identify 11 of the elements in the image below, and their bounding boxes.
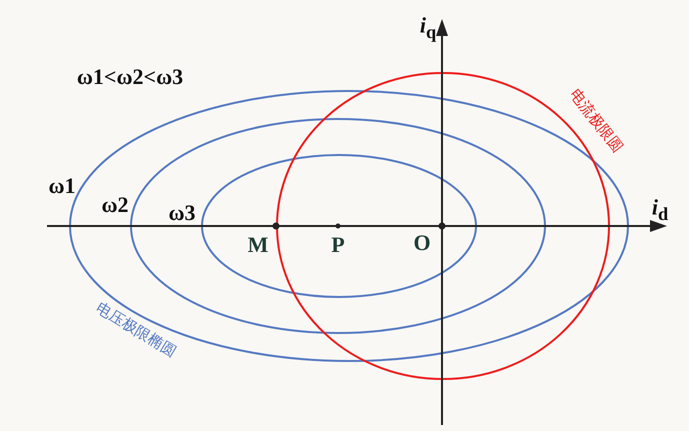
curve-label: 电流极限圆 bbox=[567, 86, 625, 156]
point-label: P bbox=[331, 234, 345, 256]
speed-relation-label: ω1<ω2<ω3 bbox=[76, 66, 184, 88]
speed-label: ω2 bbox=[101, 194, 129, 216]
point-label: O bbox=[413, 232, 431, 254]
axis-label: i$_{d}$ bbox=[652, 196, 668, 224]
speed-label: ω1 bbox=[48, 175, 76, 197]
curve-label: 电压极限椭圆 bbox=[94, 300, 178, 360]
axis-label: i$_{q}$ bbox=[420, 14, 436, 42]
speed-label: ω3 bbox=[168, 202, 196, 224]
point-label: M bbox=[248, 234, 268, 256]
